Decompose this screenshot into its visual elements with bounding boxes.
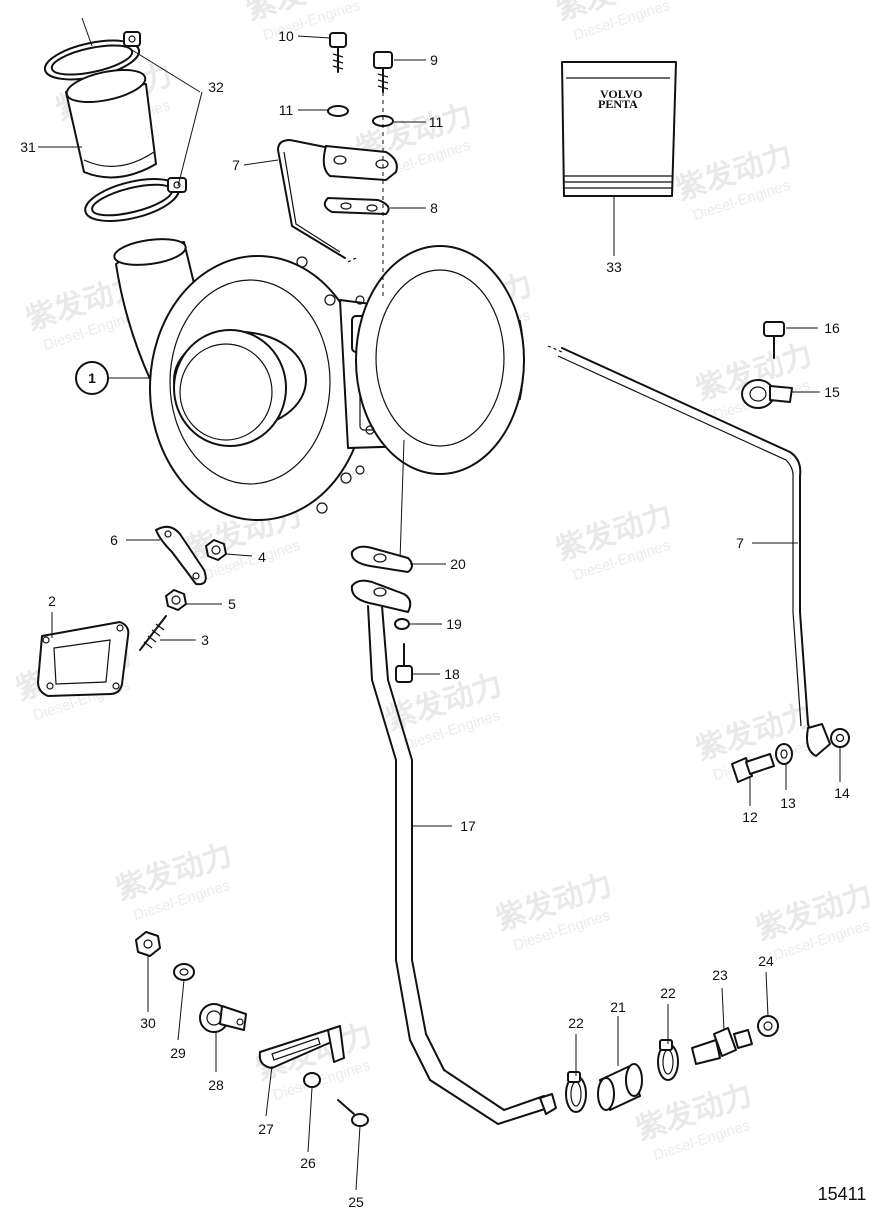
callout-11-right: 11 <box>429 114 444 130</box>
callout-22-right: 22 <box>660 985 676 1001</box>
oil-return-pipe-17 <box>350 579 557 1125</box>
bolt-9 <box>373 51 393 93</box>
washer-24 <box>757 1015 779 1037</box>
callout-21: 21 <box>610 999 626 1015</box>
callout-22-left: 22 <box>568 1015 584 1031</box>
washer-29 <box>173 963 195 981</box>
callout-7-right: 7 <box>736 535 744 551</box>
callout-4: 4 <box>258 549 266 565</box>
turbocharger <box>113 238 525 521</box>
intake-hose <box>65 68 157 179</box>
callout-16: 16 <box>824 320 840 336</box>
hose-clamp-lower <box>84 177 187 222</box>
callout-7-upper: 7 <box>232 157 240 173</box>
callout-32: 32 <box>208 79 224 95</box>
oil-pipe-upper <box>277 139 398 263</box>
lock-plate-6 <box>155 525 207 586</box>
callout-labels: 1 2 3 4 5 6 7 7 8 9 10 11 11 12 13 14 15… <box>20 28 850 1210</box>
pipe-clip-15 <box>741 379 793 409</box>
callout-12: 12 <box>742 809 758 825</box>
bracket-27 <box>258 1025 345 1069</box>
callout-28: 28 <box>208 1077 224 1093</box>
drawing-number: 15411 <box>818 1184 867 1204</box>
callout-15: 15 <box>824 384 840 400</box>
hose-clamp-22-left <box>565 1071 587 1113</box>
nut-30 <box>135 931 161 957</box>
washer-19 <box>394 618 410 630</box>
callout-2: 2 <box>48 593 56 609</box>
callout-13: 13 <box>780 795 796 811</box>
bolt-16 <box>763 321 785 359</box>
banjo-bolt-12 <box>731 753 775 783</box>
callout-19: 19 <box>446 616 462 632</box>
callout-31: 31 <box>20 139 36 155</box>
callout-6: 6 <box>110 532 118 548</box>
callout-3: 3 <box>201 632 209 648</box>
nut-5 <box>165 589 187 611</box>
callout-29: 29 <box>170 1045 186 1061</box>
hose-21 <box>597 1063 643 1111</box>
callout-9: 9 <box>430 52 438 68</box>
volvo-penta-manual-icon: VOLVO PENTA <box>561 61 677 197</box>
callout-1: 1 <box>88 370 96 386</box>
callout-8: 8 <box>430 200 438 216</box>
manual-brand-line2: PENTA <box>598 97 638 111</box>
callout-27: 27 <box>258 1121 274 1137</box>
callout-17: 17 <box>460 818 476 834</box>
gasket-2 <box>37 621 130 697</box>
oil-pipe-right <box>547 345 831 757</box>
callout-14: 14 <box>834 785 850 801</box>
washer-26 <box>303 1072 321 1088</box>
callout-1-circle <box>75 361 109 395</box>
sealing-washer-13 <box>775 743 793 765</box>
gasket-20 <box>350 545 413 573</box>
callout-24: 24 <box>758 953 774 969</box>
stud-3 <box>139 615 167 651</box>
manual-brand-line1: VOLVO <box>600 87 642 101</box>
callout-33: 33 <box>606 259 622 275</box>
screw-25 <box>337 1099 369 1127</box>
sealing-washer-14 <box>830 728 850 748</box>
bolt-18 <box>395 643 413 683</box>
connector-23 <box>691 1027 753 1065</box>
watermark-layer: 紫发动力Diesel-Engines紫发动力Diesel-Engines紫发动力… <box>12 0 877 1164</box>
callout-25: 25 <box>348 1194 364 1210</box>
nut-4 <box>205 539 227 561</box>
washer-11-left <box>327 105 349 117</box>
gasket-8 <box>323 197 390 215</box>
pipe-clip-28 <box>199 1003 247 1033</box>
leader-lines <box>38 17 841 1191</box>
bolt-10 <box>329 32 347 73</box>
callout-23: 23 <box>712 967 728 983</box>
callout-5: 5 <box>228 596 236 612</box>
callout-30: 30 <box>140 1015 156 1031</box>
hose-clamp-22-right <box>657 1039 679 1081</box>
callout-18: 18 <box>444 666 460 682</box>
callout-11-left: 11 <box>279 102 294 118</box>
callout-26: 26 <box>300 1155 316 1171</box>
callout-20: 20 <box>450 556 466 572</box>
callout-10: 10 <box>278 28 294 44</box>
